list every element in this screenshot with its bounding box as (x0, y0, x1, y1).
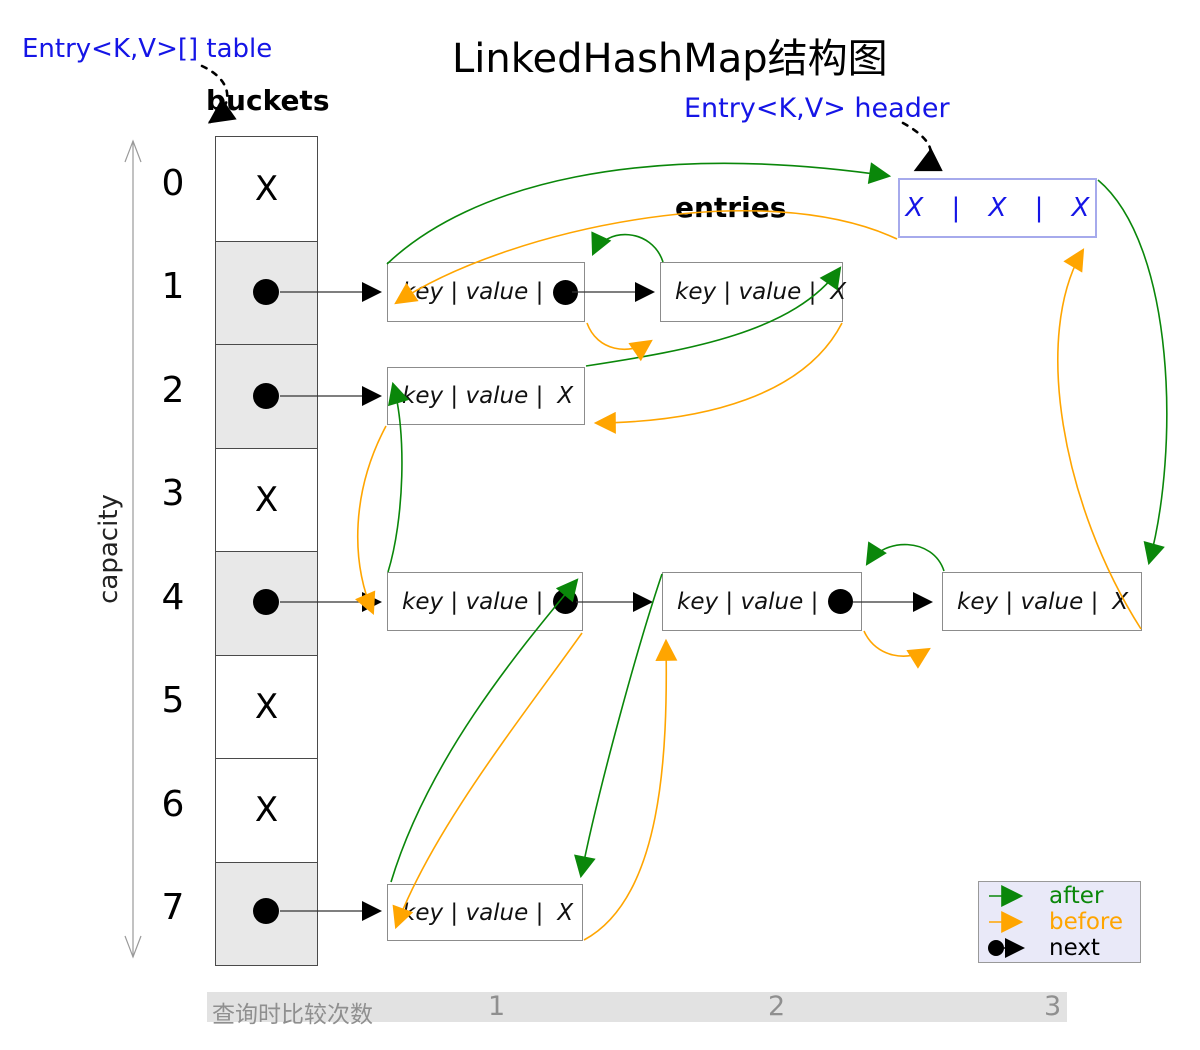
bucket-index-4: 4 (161, 576, 185, 618)
before-r4e1-to-r7e1 (392, 632, 583, 930)
bucket-index-7: 7 (161, 887, 185, 929)
count-bucket7: 3 (1044, 991, 1062, 1022)
header-pointer-dashed-arrow (901, 121, 943, 172)
before-loop-r4-gap2 (863, 630, 931, 669)
before-r2e1-to-r4e1 (355, 425, 387, 616)
header-pointer-label: Entry<K,V> header (684, 93, 950, 124)
before-r7e1-to-r4e2 (583, 638, 678, 941)
capacity-arrow-top (124, 139, 142, 163)
capacity-label: capacity (94, 494, 124, 604)
bucket-cell-1 (216, 240, 317, 344)
entry-text: key | value | (402, 588, 544, 615)
before-r1e2-to-r2e1 (593, 322, 843, 434)
entry-null-x: X (557, 899, 574, 926)
table-pointer-label: Entry<K,V>[] table (22, 34, 273, 64)
entry-text: key | value | (677, 588, 819, 615)
legend-after-label: after (1049, 882, 1104, 909)
count-bucket4: 2 (768, 991, 786, 1022)
bucket-cell-6: X (216, 758, 317, 862)
after-loop-r4-gap2 (865, 541, 945, 572)
entry-text: key | value | (402, 899, 544, 926)
entry-text: key | value | (957, 588, 1099, 615)
header-box-cells: X | X | X (905, 193, 1090, 223)
after-header-to-r4e3 (1097, 179, 1168, 566)
legend-row-after: after (987, 884, 1140, 908)
bucket-index-0: 0 (161, 162, 185, 204)
bucket-cell-0: X (216, 137, 317, 241)
entry-box-bucket7-first: key | value | X (387, 884, 583, 941)
bucket-cell-5: X (216, 654, 317, 758)
legend-row-before: before (987, 910, 1140, 934)
buckets-label: buckets (206, 84, 330, 117)
comparison-count-bar (207, 992, 1067, 1022)
entry-null-x: X (830, 279, 847, 305)
bucket-cell-7 (216, 861, 317, 965)
page-title: LinkedHashMap结构图 (452, 36, 888, 82)
legend: after before next (978, 881, 1141, 963)
bucket-index-2: 2 (161, 369, 185, 411)
before-arrow-swatch (989, 911, 1024, 933)
capacity-arrow-bottom (124, 935, 142, 959)
bucket-index-3: 3 (161, 473, 185, 515)
entry-box-bucket4-third: key | value | X (942, 572, 1142, 631)
entry-next-dot (553, 589, 579, 614)
bucket-index-6: 6 (161, 783, 185, 825)
entry-box-bucket1-first: key | value | (387, 262, 585, 322)
header-entry-box: X | X | X (898, 178, 1097, 238)
bucket-index-1: 1 (161, 266, 185, 308)
entry-text: key | value | (402, 279, 544, 305)
entry-box-bucket1-second: key | value | X (660, 262, 847, 322)
entry-text: key | value | (402, 383, 544, 409)
legend-next-label: next (1049, 934, 1100, 961)
entry-box-bucket2-first: key | value | X (387, 367, 585, 425)
bucket-index-5: 5 (161, 680, 185, 722)
bucket-cell-3: X (216, 447, 317, 551)
count-bucket1: 1 (488, 991, 506, 1022)
legend-before-label: before (1049, 908, 1124, 935)
bucket-cell-2 (216, 344, 317, 448)
after-loop-r1-gap (591, 231, 664, 263)
after-r1e1-to-header (386, 162, 892, 265)
entry-box-bucket4-first: key | value | (387, 572, 583, 631)
entry-null-x: X (1112, 588, 1129, 615)
entry-next-dot (828, 589, 854, 614)
entry-box-bucket4-second: key | value | (662, 572, 862, 631)
comparison-count-label: 查询时比较次数 (212, 1002, 373, 1028)
next-arrow-swatch (988, 938, 1025, 958)
entry-text: key | value | (675, 279, 817, 305)
before-loop-r1-gap (586, 322, 653, 362)
entries-label: entries (675, 191, 787, 224)
entry-next-dot (553, 279, 579, 305)
after-r4e2-to-r7e1 (574, 573, 663, 879)
legend-row-next: next (987, 936, 1140, 960)
entry-null-x: X (557, 383, 574, 409)
after-arrow-swatch (989, 885, 1024, 907)
bucket-cell-4 (216, 551, 317, 655)
